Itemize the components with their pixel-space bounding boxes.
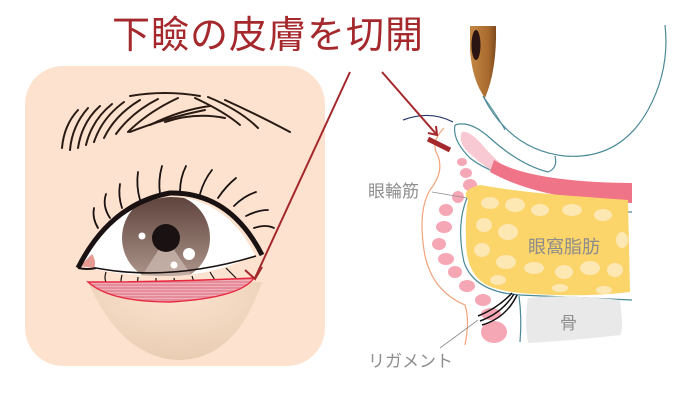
incision-mark-arrow <box>381 71 439 137</box>
cross-section <box>381 24 667 349</box>
under-eye-shadow <box>88 282 262 361</box>
skin-line <box>421 127 469 346</box>
lower-eyelid-line <box>95 255 257 274</box>
muscle-band <box>490 160 632 203</box>
label-bone: 骨 <box>560 314 577 334</box>
label-ligament: リガメント <box>368 352 453 372</box>
face-panel <box>25 66 325 366</box>
upper-eyelid-line <box>75 190 265 270</box>
bone <box>526 296 622 343</box>
incision-area <box>86 277 256 303</box>
eyebrow <box>61 92 291 151</box>
page-title: 下瞼の皮膚を切開 <box>112 13 425 57</box>
iris-section <box>471 30 481 60</box>
label-orbital-fat: 眼窩脂肪 <box>528 237 600 258</box>
incision-mark <box>426 136 452 153</box>
eyeball-outline <box>482 24 667 157</box>
orbicularis-muscle <box>432 158 507 343</box>
label-orbicularis: 眼輪筋 <box>368 182 419 202</box>
incision-arrow <box>244 71 351 281</box>
ligament <box>477 292 518 326</box>
pupil <box>152 224 180 252</box>
tear-duct <box>80 254 96 268</box>
upper-lashes <box>92 165 275 229</box>
